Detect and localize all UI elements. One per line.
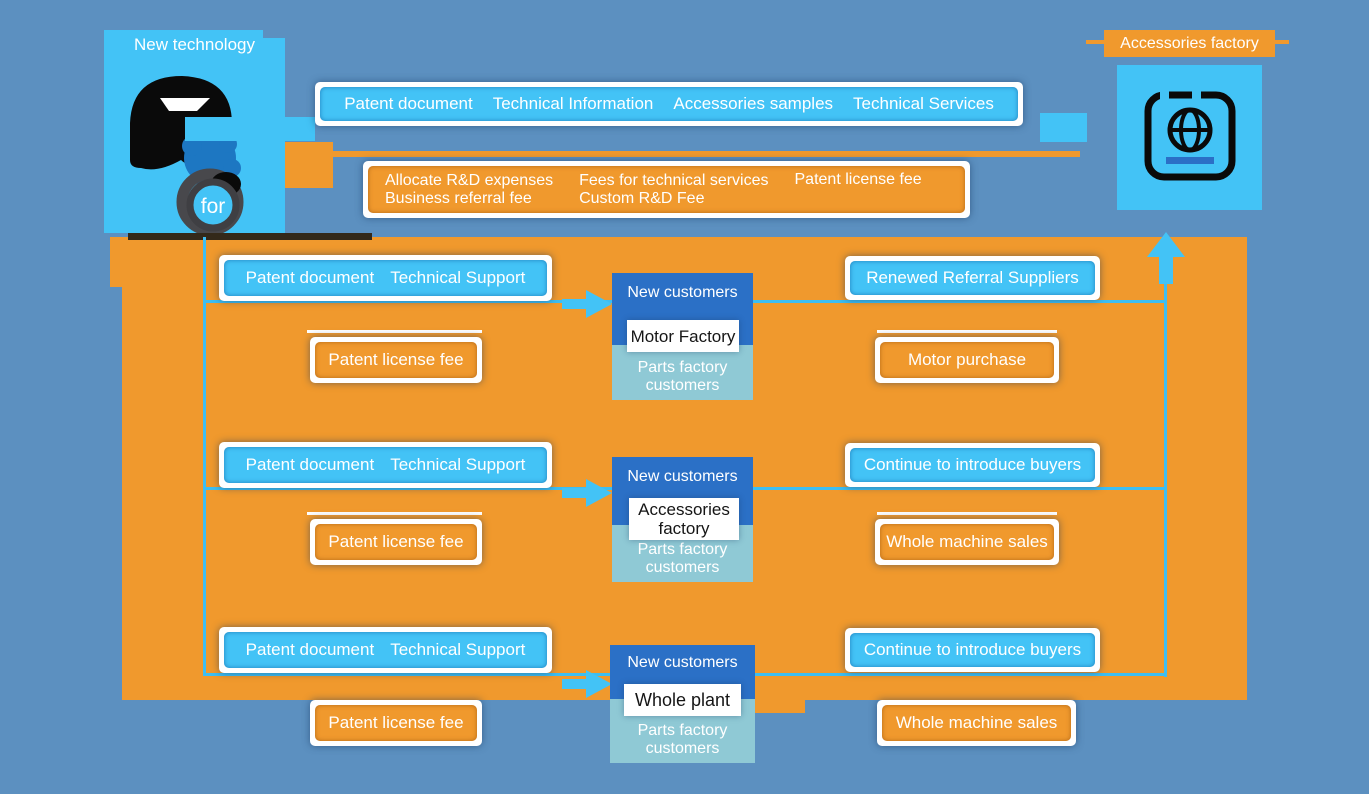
white-rule: [877, 330, 1057, 333]
up-arrow-icon: [1147, 232, 1185, 284]
deliverable-item: Accessories samples: [673, 94, 834, 113]
fee-box-right: Whole machine sales: [875, 519, 1059, 565]
right-arrow-icon: [562, 290, 612, 318]
for-badge-label: for: [201, 195, 226, 218]
orange-panel-step-left: [110, 237, 122, 287]
frame-line-right: [1164, 283, 1167, 677]
frame-line-left: [203, 237, 206, 675]
deliverable-item: Technical Information: [492, 94, 654, 113]
white-rule: [307, 512, 482, 515]
for-badge: [186, 178, 240, 232]
customer-name: Whole plant: [624, 684, 741, 716]
fee-box-left: Patent license fee: [310, 337, 482, 383]
fees-box: Allocate R&D expenses Business referral …: [363, 161, 970, 218]
fee-item: Business referral fee: [385, 189, 532, 207]
shadow-strip: [128, 233, 372, 240]
give-box: Patent document Technical Support: [219, 627, 552, 673]
fee-item: Allocate R&D expenses: [385, 171, 554, 189]
fee-box-left: Patent license fee: [310, 700, 482, 746]
white-rule: [877, 512, 1057, 515]
passport-globe-icon: [1144, 89, 1236, 181]
fee-item: Fees for technical services: [579, 171, 769, 189]
white-rule: [307, 330, 482, 333]
accessories-label-stub-left: [1086, 40, 1104, 44]
customer-column: New customers Parts factory customers Wh…: [610, 645, 755, 763]
deliverable-item: Patent document: [344, 94, 473, 113]
fee-box-left: Patent license fee: [310, 519, 482, 565]
fee-box-right: Whole machine sales: [877, 700, 1076, 746]
connector-line-orange: [333, 151, 1080, 157]
customer-column: New customers Parts factory customers Mo…: [612, 273, 753, 400]
accessories-factory-box: [1117, 65, 1262, 210]
fee-item: Patent license fee: [794, 171, 922, 188]
connector-node-orange: [285, 142, 333, 188]
customer-name: Accessories factory: [629, 498, 739, 540]
orange-panel-step-bottom: [753, 700, 805, 713]
customer-name: Motor Factory: [627, 320, 739, 352]
accessories-factory-label: Accessories factory: [1104, 30, 1275, 57]
return-box: Continue to introduce buyers: [845, 443, 1100, 487]
return-box: Renewed Referral Suppliers: [845, 256, 1100, 300]
deliverable-item: Technical Services: [853, 94, 994, 113]
right-arrow-icon: [562, 479, 612, 507]
right-arrow-icon: [562, 670, 612, 698]
fee-box-right: Motor purchase: [875, 337, 1059, 383]
new-technology-box-notch: [263, 30, 285, 38]
passport-underline: [1166, 157, 1214, 164]
fees-column-2: Fees for technical services Custom R&D F…: [579, 172, 768, 208]
fees-column-3: Patent license fee: [795, 166, 922, 189]
give-box: Patent document Technical Support: [219, 255, 552, 301]
connector-bar-left: [185, 117, 315, 141]
fees-column-1: Allocate R&D expenses Business referral …: [385, 172, 553, 208]
return-box: Continue to introduce buyers: [845, 628, 1100, 672]
customer-column: New customers Parts factory customers Ac…: [612, 457, 753, 582]
fee-item: Custom R&D Fee: [579, 189, 705, 207]
give-box: Patent document Technical Support: [219, 442, 552, 488]
new-technology-title: New technology: [134, 35, 255, 54]
customer-sub: Parts factory customers: [612, 345, 753, 400]
connector-node-right: [1040, 113, 1087, 142]
deliverables-box: Patent document Technical Information Ac…: [315, 82, 1023, 126]
helmet-for-icon: for: [130, 76, 244, 236]
accessories-label-stub-right: [1275, 40, 1289, 44]
